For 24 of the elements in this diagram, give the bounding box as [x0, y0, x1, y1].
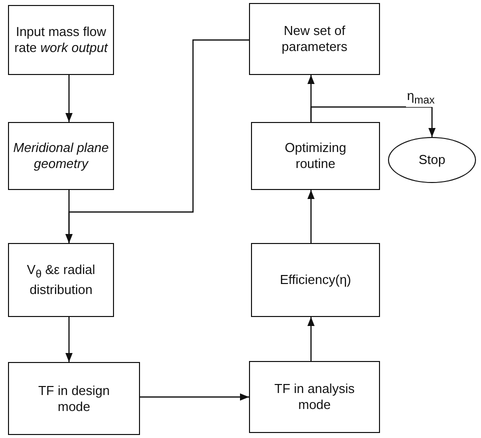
- arrow: [307, 317, 315, 361]
- process-box: [8, 362, 140, 435]
- process-box: [8, 243, 114, 317]
- arrow: [65, 317, 73, 362]
- process-box: [249, 3, 380, 75]
- process-box: [249, 361, 380, 433]
- node-label: Input mass flow rate work output: [13, 24, 109, 56]
- node-label: Meridional plane geometry: [12, 140, 110, 172]
- node-label: Stop: [418, 152, 446, 168]
- process-box: [251, 243, 380, 317]
- process-box: [8, 5, 114, 75]
- node-label: Optimizing routine: [284, 140, 348, 172]
- node-label: New set of parameters: [280, 23, 348, 55]
- arrow: [307, 190, 315, 243]
- arrow: [140, 393, 249, 401]
- node-label: Efficiency(η): [280, 272, 352, 288]
- arrow: [65, 75, 73, 122]
- process-box: [251, 122, 380, 190]
- process-box: [8, 122, 114, 190]
- arrow: [65, 39, 249, 243]
- node-label: TF in analysis mode: [273, 381, 356, 413]
- arrow: [310, 106, 436, 137]
- node-label: TF in design mode: [37, 382, 111, 414]
- node-label: V$_{θ}$ &ε radial distribution: [26, 262, 96, 298]
